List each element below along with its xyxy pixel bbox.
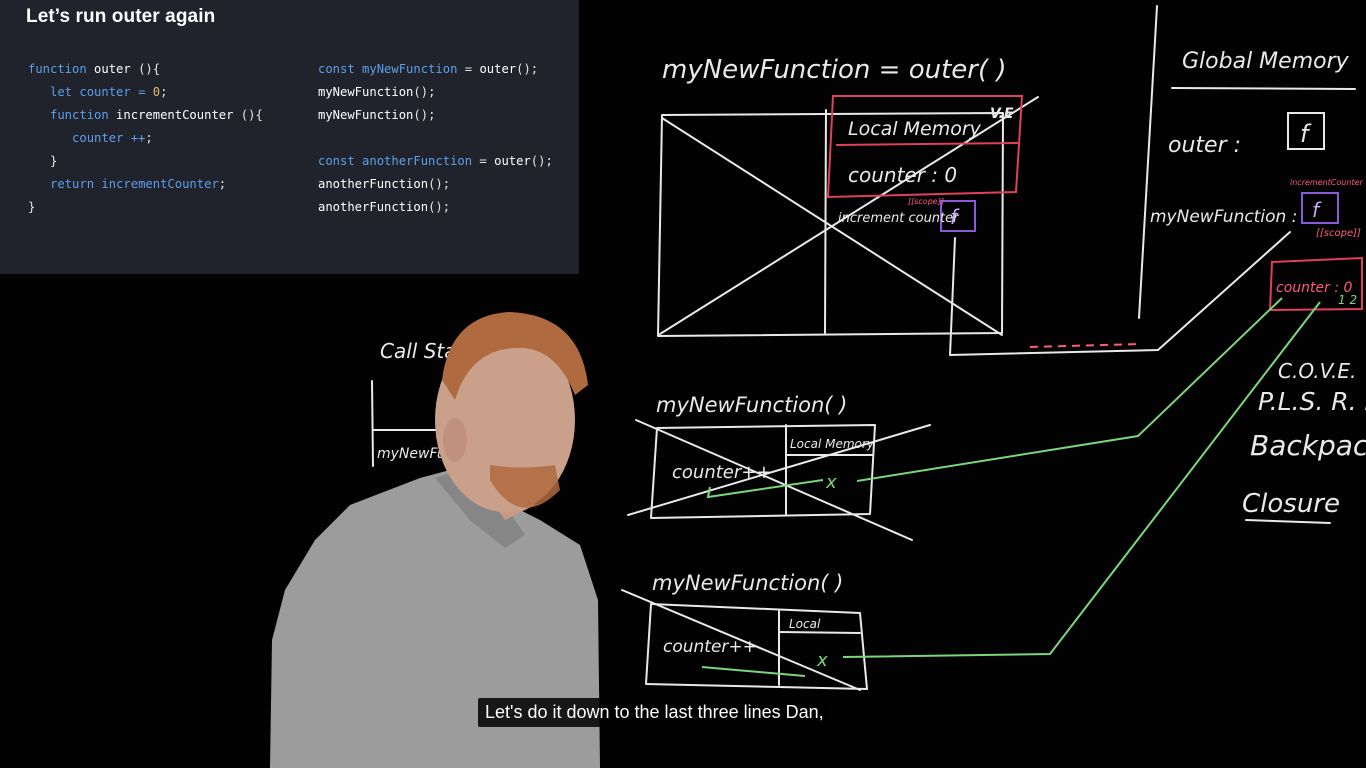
board-increment-counter-tag: incrementCounter <box>1290 178 1364 187</box>
calls-code-line: myNewFunction(); <box>318 81 553 104</box>
code-token: outer <box>479 62 517 76</box>
code-token: (); <box>530 154 553 168</box>
calls-code-line: myNewFunction(); <box>318 104 553 127</box>
code-token: myNewFunction <box>318 108 414 122</box>
code-block-calls: const myNewFunction = outer();myNewFunct… <box>318 58 553 219</box>
code-token: outer <box>86 62 139 76</box>
board-backpack: Backpack <box>1250 429 1366 462</box>
board-mynewfunction-label: myNewFunction : <box>1150 207 1297 227</box>
board-local-memory-two: Local Memory <box>790 437 875 451</box>
board-counter-inc-one: counter++ <box>672 462 771 483</box>
board-local-memory-three: Local <box>789 617 821 631</box>
code-token: (){ <box>138 62 161 76</box>
code-token: return <box>28 177 95 191</box>
code-token: function <box>28 62 87 76</box>
outer-code-line: } <box>28 150 263 173</box>
code-token: 0 <box>152 85 161 99</box>
local-memory-box <box>826 95 1024 199</box>
board-counter-inc-two: counter++ <box>663 637 757 657</box>
code-token: ; <box>160 85 168 99</box>
board-x-mark-one: x <box>825 472 837 493</box>
code-token: incrementCounter <box>94 177 219 191</box>
board-ve-label: V.E <box>990 106 1014 122</box>
code-token: (); <box>413 108 436 122</box>
board-global-memory: Global Memory <box>1182 49 1350 74</box>
code-token: (); <box>413 85 436 99</box>
outer-code-line: function incrementCounter (){ <box>28 104 263 127</box>
code-token: = <box>472 154 495 168</box>
board-f-purple-one: f <box>950 205 960 229</box>
subtitle-caption: Let's do it down to the last three lines… <box>478 698 831 727</box>
code-slide-panel: Let’s run outer again function outer (){… <box>0 0 579 274</box>
code-token: (); <box>428 200 451 214</box>
board-f-purple-two: f <box>1312 198 1322 222</box>
board-scope-tag: [[scope]] <box>908 197 944 206</box>
board-increment-counter: increment counter <box>838 211 960 226</box>
code-token: const <box>318 62 355 76</box>
board-outer-label: outer : <box>1168 133 1241 158</box>
code-token: incrementCounter <box>108 108 241 122</box>
outer-code-line: return incrementCounter; <box>28 173 263 196</box>
calls-code-line: anotherFunction(); <box>318 173 553 196</box>
code-token: outer <box>494 154 531 168</box>
execution-context-box <box>657 112 1004 337</box>
code-token: } <box>28 154 58 168</box>
calls-code-line: anotherFunction(); <box>318 196 553 219</box>
code-token: anotherFunction <box>354 154 473 168</box>
code-token: (); <box>428 177 451 191</box>
outer-code-line: } <box>28 196 263 219</box>
board-call-one: myNewFunction( ) <box>656 393 847 417</box>
board-plsrd: P.L.S. R. D <box>1258 387 1366 416</box>
board-x-mark-two: x <box>816 650 828 671</box>
code-token: } <box>28 200 36 214</box>
board-scope-tag-two: [[scope]] <box>1316 228 1361 239</box>
board-counter-backpack-increments: 1 2 <box>1338 293 1357 307</box>
board-local-memory-label: Local Memory <box>848 118 982 140</box>
code-token: counter ++ <box>28 131 146 145</box>
code-token: = <box>457 62 480 76</box>
slide-title: Let’s run outer again <box>26 6 216 27</box>
board-closure: Closure <box>1242 489 1340 519</box>
code-token: const <box>318 154 355 168</box>
code-token: myNewFunction <box>354 62 458 76</box>
code-token: (); <box>516 62 539 76</box>
code-block-outer: function outer (){ let counter = 0; func… <box>28 58 263 219</box>
outer-code-line: function outer (){ <box>28 58 263 81</box>
code-token: ; <box>218 177 227 191</box>
code-token: (){ <box>240 108 263 122</box>
code-token: function <box>28 108 109 122</box>
outer-code-line: counter ++; <box>28 127 263 150</box>
calls-code-line: const anotherFunction = outer(); <box>318 150 553 173</box>
code-token: myNewFunction <box>318 85 414 99</box>
board-top-call: myNewFunction = outer( ) <box>662 55 1007 85</box>
board-counter-zero: counter : 0 <box>848 163 957 187</box>
code-token: ; <box>145 131 153 145</box>
board-call-two: myNewFunction( ) <box>652 571 843 595</box>
board-cove: C.O.V.E. <box>1278 359 1356 383</box>
code-token: let <box>28 85 73 99</box>
code-token: anotherFunction <box>318 177 429 191</box>
outer-code-line: let counter = 0; <box>28 81 263 104</box>
calls-code-line: const myNewFunction = outer(); <box>318 58 553 81</box>
code-token: counter = <box>72 85 153 99</box>
calls-code-line <box>318 127 553 150</box>
code-token: anotherFunction <box>318 200 429 214</box>
board-counter-backpack: counter : 0 <box>1276 280 1352 296</box>
